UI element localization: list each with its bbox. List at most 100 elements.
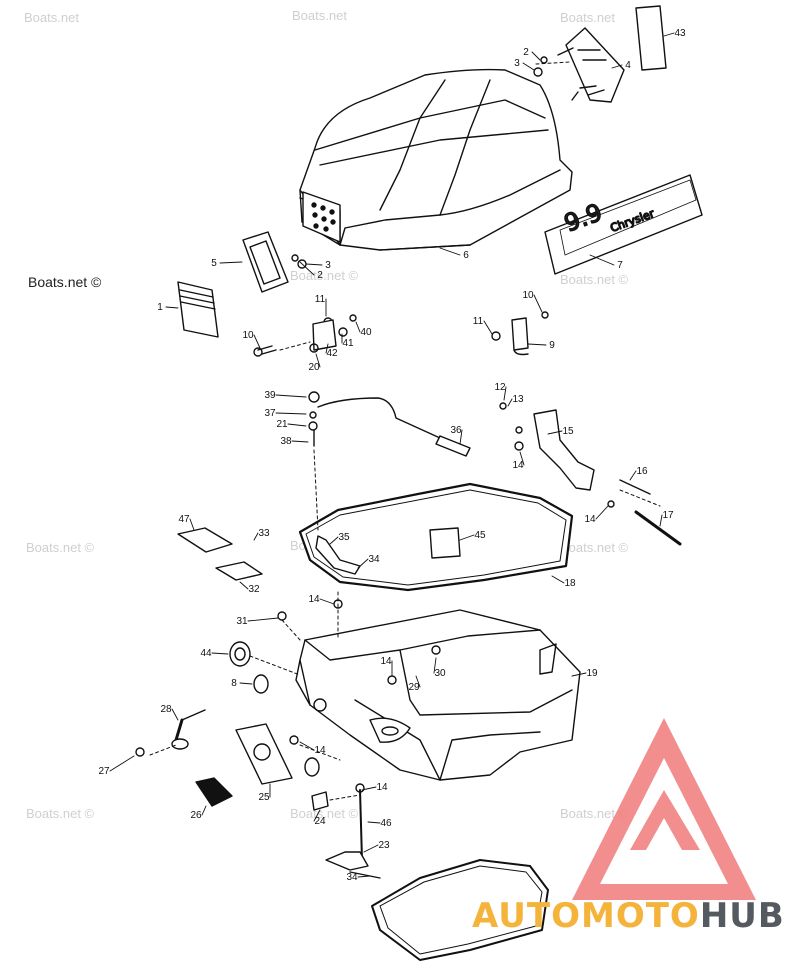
callout-leader-40 <box>355 321 361 333</box>
brand-part-moto: MOTO <box>580 896 700 936</box>
callout-label-35: 35 <box>338 532 350 543</box>
callout-label-43: 43 <box>674 28 686 39</box>
fitting-24 <box>311 783 365 811</box>
callout-label-10: 10 <box>522 290 534 301</box>
callout-label-17: 17 <box>662 510 674 521</box>
mounting-plate <box>557 27 625 103</box>
callout-leader-5 <box>219 261 243 264</box>
callout-leader-2 <box>531 51 541 61</box>
callout-leader-30 <box>433 657 437 674</box>
callout-leader-47 <box>189 518 195 531</box>
callout-label-4: 4 <box>625 60 631 71</box>
callout-label-31: 31 <box>236 616 248 627</box>
callout-label-29: 29 <box>408 682 420 693</box>
callout-leader-2 <box>299 261 315 276</box>
watermark: Boats.net <box>292 8 347 23</box>
decal-25 <box>235 723 293 785</box>
callout-label-27: 27 <box>98 766 110 777</box>
callout-label-45: 45 <box>474 530 486 541</box>
decal-47 <box>177 527 233 553</box>
callout-leader-15 <box>547 430 563 435</box>
decal-1 <box>177 281 219 338</box>
callout-leader-23 <box>363 844 379 853</box>
handle-26 <box>195 777 233 807</box>
watermark: Boats.net © <box>560 540 629 555</box>
callout-leader-31 <box>247 617 279 622</box>
lower-gasket <box>371 859 549 961</box>
decal-43 <box>635 5 667 71</box>
callout-leader-43 <box>663 32 675 37</box>
callout-leader-32 <box>239 581 249 590</box>
callout-label-14: 14 <box>512 460 524 471</box>
callout-label-11: 11 <box>473 316 484 327</box>
callout-label-19: 19 <box>586 668 598 679</box>
callout-leader-39 <box>275 394 307 398</box>
callout-leader-36 <box>459 429 463 445</box>
lever-28 <box>135 709 206 757</box>
watermark: Boats.net © <box>26 806 95 821</box>
callout-leader-6 <box>439 247 461 256</box>
callout-label-8: 8 <box>231 678 237 689</box>
callout-leader-3 <box>305 263 323 266</box>
callout-leader-26 <box>201 805 207 816</box>
callout-leader-8 <box>239 682 253 685</box>
callout-label-7: 7 <box>617 260 623 271</box>
watermark: Boats.net <box>560 10 615 25</box>
callout-leader-3 <box>522 62 535 71</box>
callout-leader-7 <box>589 254 615 266</box>
callout-label-30: 30 <box>434 668 446 679</box>
callout-label-25: 25 <box>258 792 270 803</box>
callout-label-14: 14 <box>314 745 326 756</box>
callout-leader-21 <box>287 423 307 427</box>
callout-label-46: 46 <box>380 818 392 829</box>
callout-label-41: 41 <box>342 338 354 349</box>
callout-leader-37 <box>275 412 307 415</box>
callout-label-39: 39 <box>264 390 276 401</box>
callout-leader-20 <box>315 353 321 368</box>
callout-label-9: 9 <box>549 340 555 351</box>
callout-leader-27 <box>109 755 135 772</box>
bracket-15 <box>499 402 682 546</box>
callout-leader-1 <box>165 306 179 309</box>
callout-leader-10 <box>533 294 543 313</box>
callout-leader-4 <box>611 64 623 69</box>
callout-leader-12 <box>503 386 507 401</box>
bottom-cowl <box>295 609 581 781</box>
watermark: Boats.net © <box>290 268 359 283</box>
callout-leader-18 <box>551 575 565 584</box>
callout-leader-35 <box>329 536 339 545</box>
callout-leader-34 <box>357 875 371 878</box>
callout-label-14: 14 <box>584 514 596 525</box>
callout-leader-11 <box>483 320 493 335</box>
callout-leader-14 <box>299 741 315 751</box>
dashed-leaders <box>149 61 661 801</box>
callout-label-34: 34 <box>368 554 380 565</box>
decal-32 <box>215 561 263 581</box>
grille-frame <box>242 231 289 293</box>
callout-leader-34 <box>357 558 369 569</box>
watermark: Boats.net <box>24 10 79 25</box>
callout-leader-19 <box>571 672 587 677</box>
callout-leader-17 <box>659 514 663 527</box>
callout-label-14: 14 <box>380 656 392 667</box>
throttle-link <box>308 391 471 457</box>
callout-leader-29 <box>415 675 421 688</box>
callout-label-12: 12 <box>494 382 506 393</box>
callout-leader-9 <box>527 343 547 346</box>
callout-leader-42 <box>325 343 329 354</box>
callout-label-3: 3 <box>514 58 520 69</box>
callout-label-26: 26 <box>190 810 202 821</box>
callout-label-42: 42 <box>326 348 338 359</box>
callout-label-21: 21 <box>276 419 288 430</box>
callout-label-11: 11 <box>315 294 326 305</box>
callout-label-37: 37 <box>264 408 276 419</box>
callout-label-23: 23 <box>378 840 390 851</box>
brand-logo <box>572 718 756 900</box>
callout-label-10: 10 <box>242 330 254 341</box>
callout-leader-44 <box>211 652 229 655</box>
callout-label-34: 34 <box>346 872 358 883</box>
callout-leader-13 <box>507 398 513 407</box>
callout-label-38: 38 <box>280 436 292 447</box>
callout-label-18: 18 <box>564 578 576 589</box>
